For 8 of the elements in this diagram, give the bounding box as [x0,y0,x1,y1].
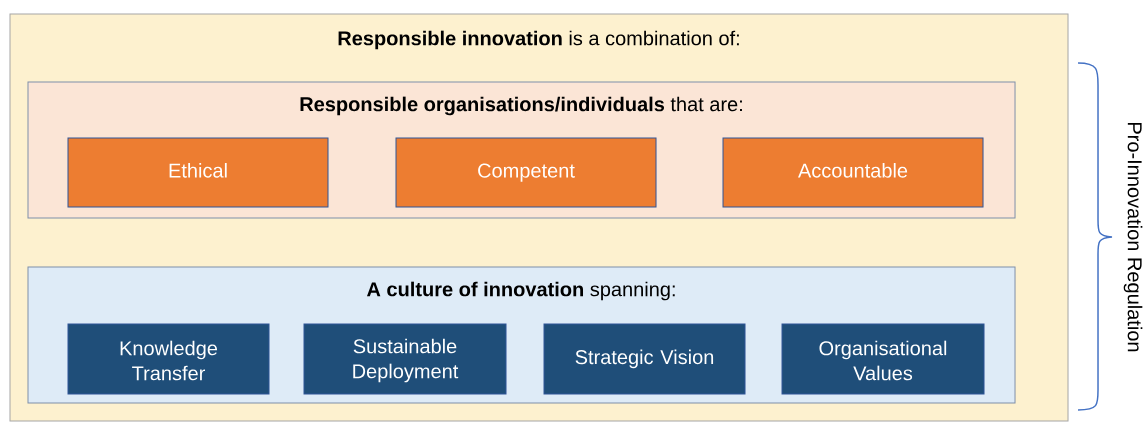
quality-box: Ethical [67,137,329,208]
area-box: Organisational Values [781,323,985,395]
quality-box: Competent [395,137,657,208]
quality-box: Accountable [722,137,984,208]
area-box: Knowledge Transfer [67,323,270,395]
area-box: Sustainable Deployment [303,323,507,395]
brace-label: Pro-Innovation Regulation [1123,123,1143,352]
area-box: Strategic Vision [543,323,746,395]
